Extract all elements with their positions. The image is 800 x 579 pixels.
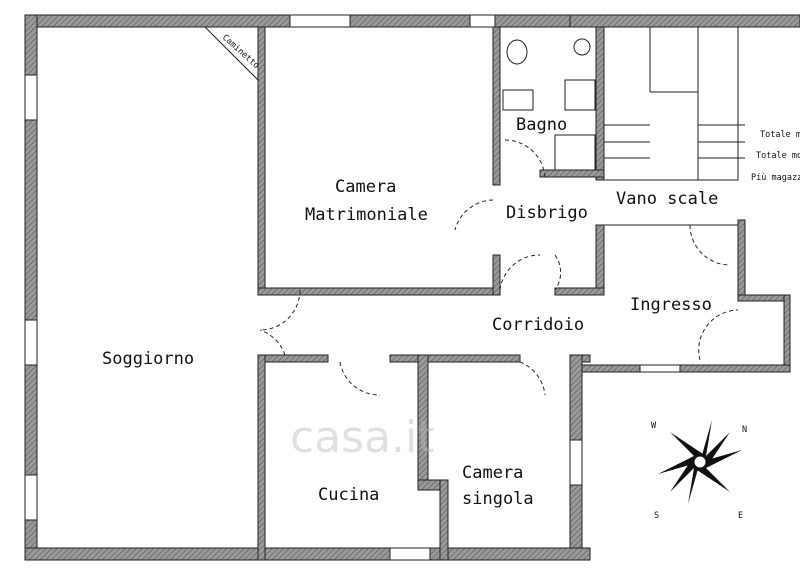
note-piu-magazzino: Più magazz [751,173,800,183]
stairs [603,26,745,226]
room-corridoio: Corridoio [492,315,584,335]
room-disbrigo: Disbrigo [506,203,588,223]
bathroom-fixtures [502,38,596,171]
windows [24,14,681,561]
walls [24,14,800,561]
compass-w: W [651,421,657,431]
room-camera-line1: Camera [335,177,396,197]
room-ingresso: Ingresso [630,295,712,315]
compass-e: E [738,511,743,521]
doors [204,26,739,396]
watermark: casa.it [290,412,435,463]
room-singola-line2: singola [462,489,534,509]
room-singola-line1: Camera [462,463,523,483]
note-totale-mq: Totale mq [756,151,800,161]
room-cucina: Cucina [318,485,379,505]
room-vano-scale: Vano scale [616,189,718,209]
note-totale-m: Totale m [760,130,800,140]
compass-rose-icon: W N S E [651,420,747,521]
room-bagno: Bagno [516,115,567,135]
room-camera-line2: Matrimoniale [305,205,428,225]
compass-s: S [654,511,659,521]
caminetto-label: Caminetto [220,33,261,71]
compass-n: N [742,425,747,435]
room-soggiorno: Soggiorno [102,349,194,369]
